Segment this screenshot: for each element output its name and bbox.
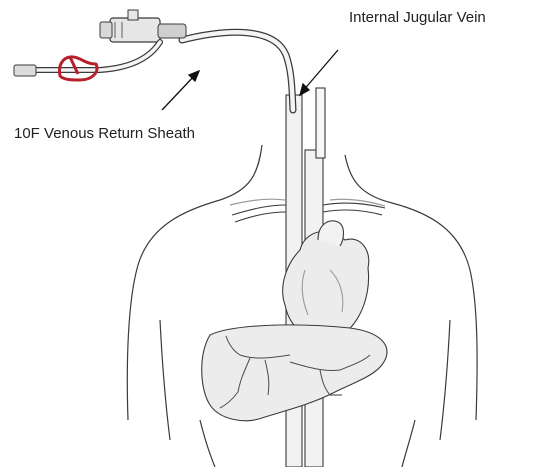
internal-jugular-vein-label: Internal Jugular Vein: [349, 10, 486, 25]
liver: [202, 325, 387, 421]
ijv-arrow: [302, 50, 338, 92]
venous-return-sheath-label: 10F Venous Return Sheath: [14, 126, 195, 141]
sheath-arrow: [162, 74, 196, 110]
venous-return-sheath: [14, 10, 293, 110]
internal-jugular-vessel: [316, 88, 325, 158]
callout-arrows: [162, 50, 338, 110]
side-port-tube: [30, 42, 160, 70]
sheath-hub: [110, 18, 160, 42]
